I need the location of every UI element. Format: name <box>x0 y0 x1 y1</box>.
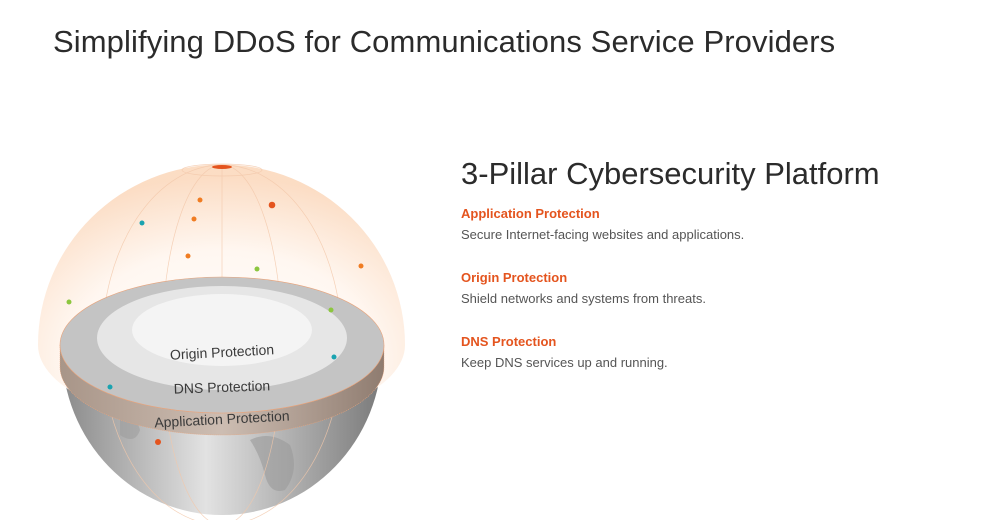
pillar-origin: Origin Protection Shield networks and sy… <box>461 270 981 306</box>
pillar-name: Origin Protection <box>461 270 568 285</box>
layer-label-application: Application Protection <box>154 407 290 430</box>
pillar-description: Keep DNS services up and running. <box>461 355 668 370</box>
pillar-application: Application Protection Secure Internet-f… <box>461 206 981 242</box>
threat-dots <box>66 197 364 445</box>
platform-heading: 3-Pillar Cybersecurity Platform <box>461 156 880 191</box>
layer-label-dns: DNS Protection <box>173 377 270 396</box>
pillar-name: Application Protection <box>461 206 600 221</box>
pillar-description: Shield networks and systems from threats… <box>461 291 706 306</box>
platform-panel: 3-Pillar Cybersecurity Platform Applicat… <box>461 156 981 398</box>
pillar-name: DNS Protection <box>461 334 557 349</box>
layer-label-origin: Origin Protection <box>170 341 275 362</box>
pillar-description: Secure Internet-facing websites and appl… <box>461 227 745 242</box>
protection-disk: Origin Protection DNS Protection Applica… <box>59 276 385 436</box>
pillar-dns: DNS Protection Keep DNS services up and … <box>461 334 981 370</box>
page-title: Simplifying DDoS for Communications Serv… <box>53 24 836 59</box>
